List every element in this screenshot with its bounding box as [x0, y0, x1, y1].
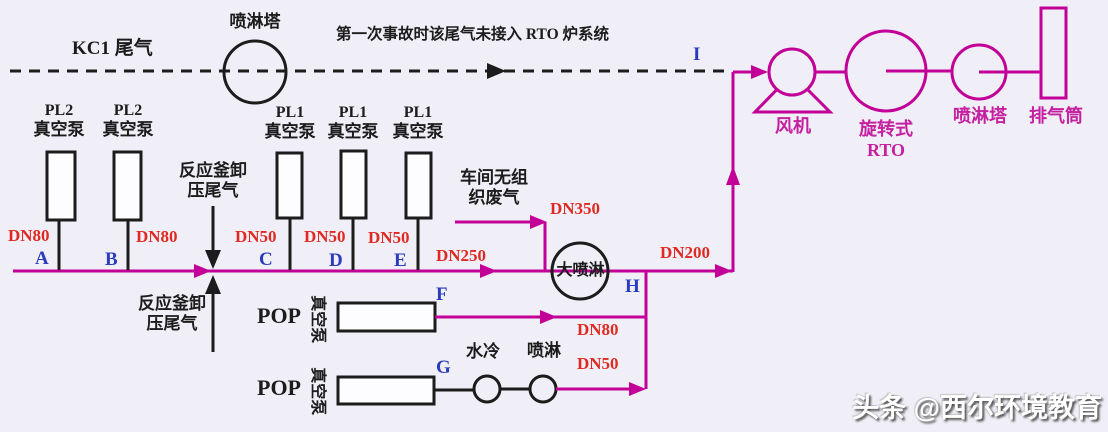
pump-b-body	[112, 150, 143, 222]
point-a: A	[35, 248, 49, 269]
pop-g-label: POP	[257, 375, 301, 400]
dn250-label: DN250	[436, 246, 487, 265]
dashed-line-arrow-icon	[487, 63, 506, 79]
reactor-vent-top-label: 反应釜卸 压尾气	[163, 161, 263, 200]
pump-e-labels: PL1 真空泵	[378, 104, 458, 142]
point-c: C	[259, 249, 273, 270]
rto-label-line2: RTO	[866, 140, 906, 160]
pump-a-labels: PL2 真空泵	[19, 102, 99, 140]
dn-label-e: DN50	[368, 228, 410, 247]
pump-d-model: PL1	[338, 104, 368, 121]
pump-e-body	[404, 151, 433, 220]
big-spray-circle	[550, 241, 610, 301]
spray-circle	[528, 374, 558, 404]
water-cool-circle	[472, 374, 502, 404]
pump-c-labels: PL1 真空泵	[250, 104, 330, 142]
spray-tower-1-label: 喷淋塔	[229, 12, 281, 31]
exhaust-stack-body	[1039, 6, 1068, 100]
pump-b-model: PL2	[113, 102, 143, 119]
pop-f-arrow-icon	[540, 310, 557, 324]
dn-label-a: DN80	[8, 226, 50, 245]
incident-note: 第一次事故时该尾气未接入 RTO 炉系统	[336, 26, 610, 43]
pop-g-pump-body	[336, 375, 436, 406]
main-pipe-arrow-3-icon	[715, 264, 732, 278]
point-g: G	[436, 357, 451, 378]
dn200-label: DN200	[660, 243, 711, 262]
fan-circle	[767, 47, 817, 97]
pump-b-name: 真空泵	[102, 120, 154, 140]
point-f: F	[436, 284, 448, 305]
dn350-label: DN350	[550, 199, 601, 218]
pop-f-pump-body	[336, 301, 437, 333]
workshop-branch-arrow-icon	[530, 215, 547, 229]
pump-c-name: 真空泵	[264, 122, 316, 142]
pop-f-pump-label: 真空泵	[289, 291, 345, 347]
reactor-vent-bottom-label: 反应釜卸 压尾气	[122, 294, 222, 333]
fan-inlet-arrow-icon	[751, 65, 768, 79]
fan-stand-triangle	[751, 71, 834, 114]
riser-up-arrow-icon	[726, 166, 740, 185]
reactor-vent-bottom-arrow-icon	[205, 275, 221, 294]
workshop-gas-line2: 织废气	[468, 187, 520, 207]
kc1-gas-label: KC1 尾气	[72, 38, 153, 59]
pump-d-labels: PL1 真空泵	[313, 104, 393, 142]
pump-d-name: 真空泵	[327, 122, 379, 142]
big-spray-label: 大喷淋	[556, 262, 605, 279]
pump-b-labels: PL2 真空泵	[88, 102, 168, 140]
water-cool-label: 水冷	[466, 342, 500, 361]
pop-f-pump-text: 真空泵	[309, 294, 327, 343]
spray-tower-2-label: 喷淋塔	[953, 106, 1007, 126]
pop-f-label: POP	[257, 303, 301, 328]
pump-c-model: PL1	[275, 104, 305, 121]
reactor-vent-bottom-line1: 反应釜卸	[138, 294, 206, 313]
reactor-vent-top-arrow-icon	[205, 250, 221, 269]
pump-a-body	[45, 150, 77, 222]
dn-label-d: DN50	[304, 227, 346, 246]
dn-label-c: DN50	[235, 227, 277, 246]
workshop-gas-label: 车间无组 织废气	[444, 168, 544, 207]
spray-label: 喷淋	[527, 341, 561, 360]
pump-a-name: 真空泵	[33, 120, 85, 140]
reactor-vent-top-line1: 反应釜卸	[179, 161, 247, 180]
exhaust-stack-label: 排气筒	[1029, 106, 1083, 126]
workshop-gas-line1: 车间无组	[460, 168, 528, 187]
point-b: B	[105, 249, 118, 270]
main-pipe-arrow-1-icon	[194, 264, 211, 278]
point-e: E	[394, 250, 407, 271]
dn-label-f: DN80	[577, 320, 619, 339]
dn-label-b: DN80	[136, 227, 178, 246]
reactor-vent-top-line2: 压尾气	[187, 180, 239, 200]
fan-label: 风机	[775, 116, 811, 136]
point-i: I	[693, 44, 701, 65]
rto-label-line1: 旋转式	[859, 119, 913, 139]
point-h: H	[625, 276, 640, 297]
main-pipe-arrow-2-icon	[480, 264, 497, 278]
pop-g-pump-text: 真空泵	[309, 366, 327, 415]
pump-c-body	[275, 151, 304, 220]
pump-a-model: PL2	[44, 102, 74, 119]
reactor-vent-bottom-line2: 压尾气	[146, 313, 198, 333]
pump-e-model: PL1	[403, 104, 433, 121]
point-d: D	[329, 250, 343, 271]
pump-d-body	[339, 149, 368, 220]
pop-g-pump-label: 真空泵	[289, 363, 345, 419]
spray-tower-1-circle	[222, 39, 288, 105]
dn-label-g: DN50	[577, 354, 619, 373]
pop-g-arrow-icon	[629, 382, 646, 396]
watermark: 头条 @西尔环境教育	[852, 393, 1102, 423]
pump-e-name: 真空泵	[392, 122, 444, 142]
